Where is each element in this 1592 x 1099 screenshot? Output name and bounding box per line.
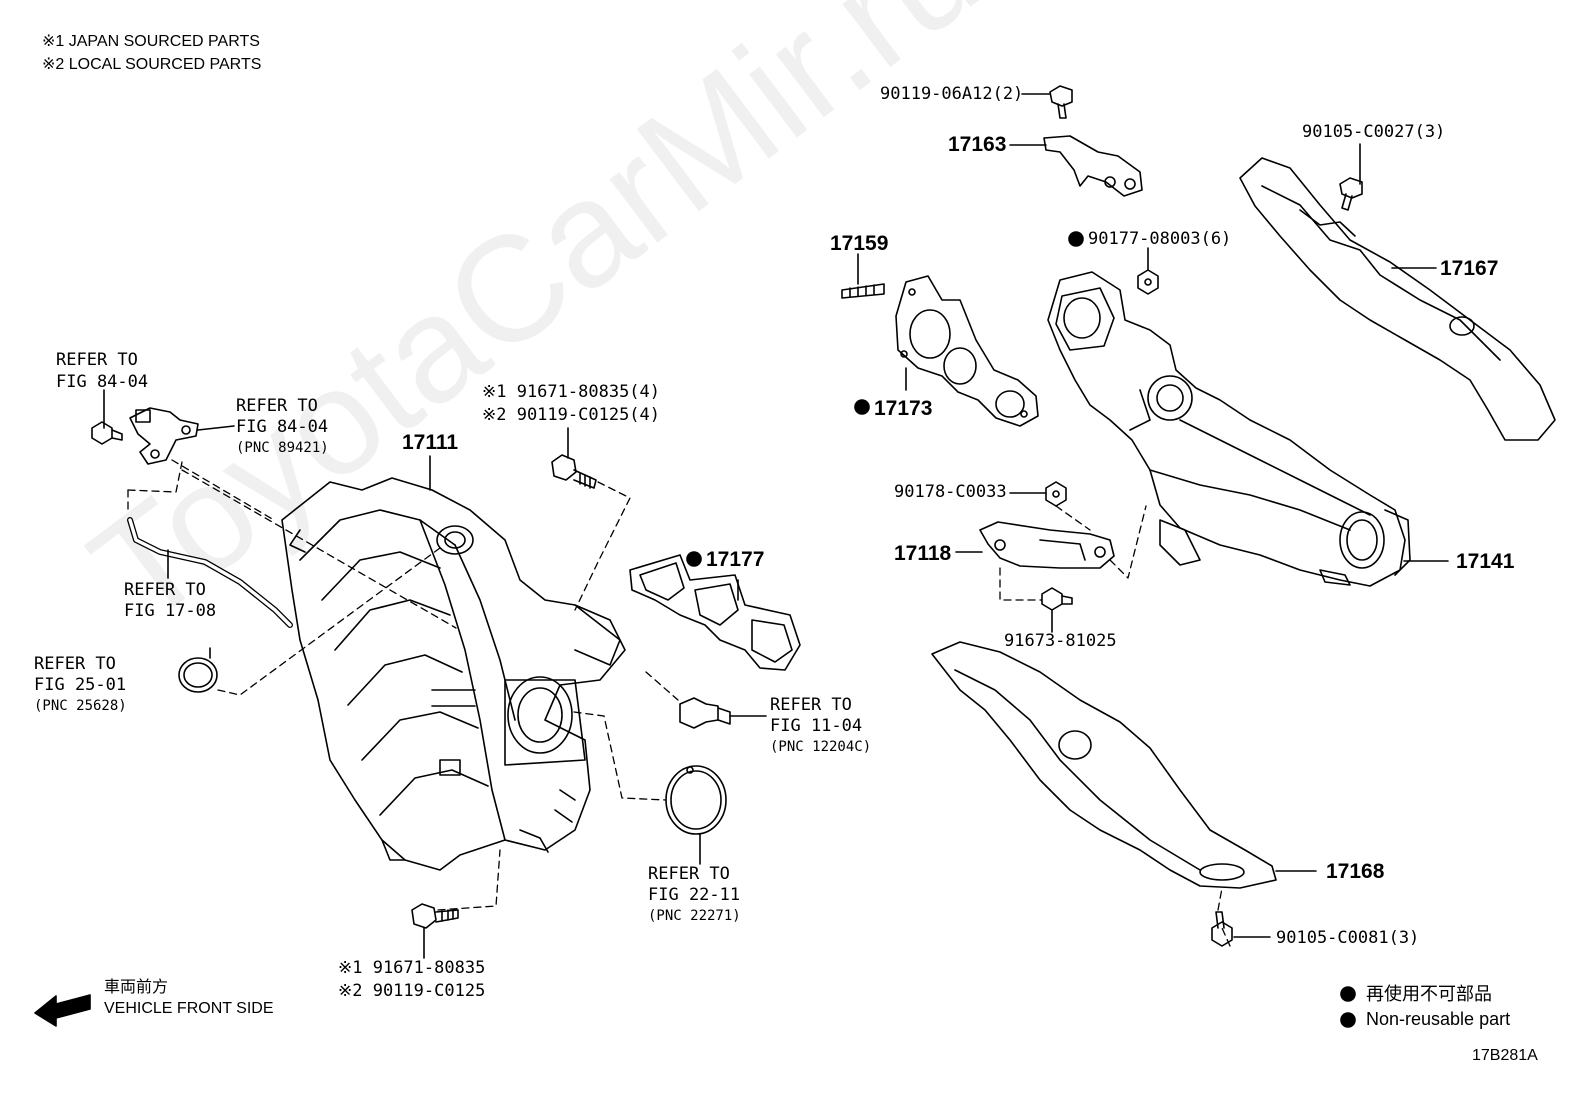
- part-number-90178-c0033: 90178-C0033: [894, 482, 1007, 502]
- part-number-90105-c0027: 90105-C0027(3): [1302, 122, 1446, 142]
- dashed-lines: [127, 459, 1231, 947]
- ref-fig-84-04-a-line1: REFER TO: [56, 350, 138, 370]
- part-number-17141: 17141: [1456, 550, 1515, 573]
- bolt-91671-80835: ※1 91671-80835: [338, 958, 486, 978]
- bolt-91671-80835-4: ※1 91671-80835(4): [482, 382, 661, 402]
- leader-lines: [103, 93, 1449, 959]
- ref-fig-11-04-line2: FIG 11-04: [770, 716, 863, 736]
- intake-manifold-17111: [281, 477, 626, 871]
- part-number-17167: 17167: [1440, 257, 1499, 280]
- gasket-17177: [629, 554, 801, 671]
- part-number-90119-06a12: 90119-06A12(2): [880, 84, 1024, 104]
- vehicle-front-en: VEHICLE FRONT SIDE: [104, 1000, 274, 1017]
- ref-fig-11-04-pnc: (PNC 12204C): [770, 739, 872, 755]
- note-japan-sourced: ※1 JAPAN SOURCED PARTS: [42, 33, 260, 50]
- part-number-90177-08003: 90177-08003(6): [1088, 229, 1232, 249]
- ref-fig-84-04-b-line1: REFER TO: [236, 396, 318, 416]
- small-parts-left: [34, 407, 731, 1027]
- legend-non-reusable-en: Non-reusable part: [1366, 1009, 1511, 1029]
- ref-fig-22-11-pnc: (PNC 22271): [648, 908, 741, 924]
- note-local-sourced: ※2 LOCAL SOURCED PARTS: [42, 56, 262, 73]
- ref-fig-25-01-pnc: (PNC 25628): [34, 698, 127, 714]
- ref-fig-17-08-line2: FIG 17-08: [124, 601, 217, 621]
- bolt-90119-c0125-4: ※2 90119-C0125(4): [482, 405, 661, 425]
- part-number-17163: 17163: [948, 133, 1007, 156]
- part-number-17111: 17111: [402, 431, 459, 454]
- ref-fig-22-11-line2: FIG 22-11: [648, 885, 741, 905]
- part-number-90105-c0081: 90105-C0081(3): [1276, 928, 1420, 948]
- part-number-17168: 17168: [1326, 860, 1385, 883]
- ref-fig-22-11-line1: REFER TO: [648, 864, 730, 884]
- ref-fig-25-01-line1: REFER TO: [34, 654, 116, 674]
- bolt-90119-c0125: ※2 90119-C0125: [338, 981, 486, 1001]
- ref-fig-84-04-b-pnc: (PNC 89421): [236, 440, 329, 456]
- part-number-17173: 17173: [874, 397, 933, 420]
- ref-fig-11-04-line1: REFER TO: [770, 695, 852, 715]
- figure-id: 17B281A: [1472, 1047, 1538, 1064]
- part-number-17118: 17118: [894, 542, 952, 565]
- ref-fig-17-08-line1: REFER TO: [124, 580, 206, 600]
- part-number-17177: 17177: [706, 548, 765, 571]
- exhaust-parts: [686, 85, 1556, 1028]
- ref-fig-84-04-b-line2: FIG 84-04: [236, 417, 329, 437]
- vehicle-front-jp: 車両前方: [104, 979, 169, 996]
- ref-fig-25-01-line2: FIG 25-01: [34, 675, 127, 695]
- ref-fig-84-04-a-line2: FIG 84-04: [56, 372, 149, 392]
- legend-non-reusable-jp: 再使用不可部品: [1366, 984, 1492, 1004]
- part-number-91673-81025: 91673-81025: [1004, 631, 1117, 651]
- part-number-17159: 17159: [830, 232, 889, 255]
